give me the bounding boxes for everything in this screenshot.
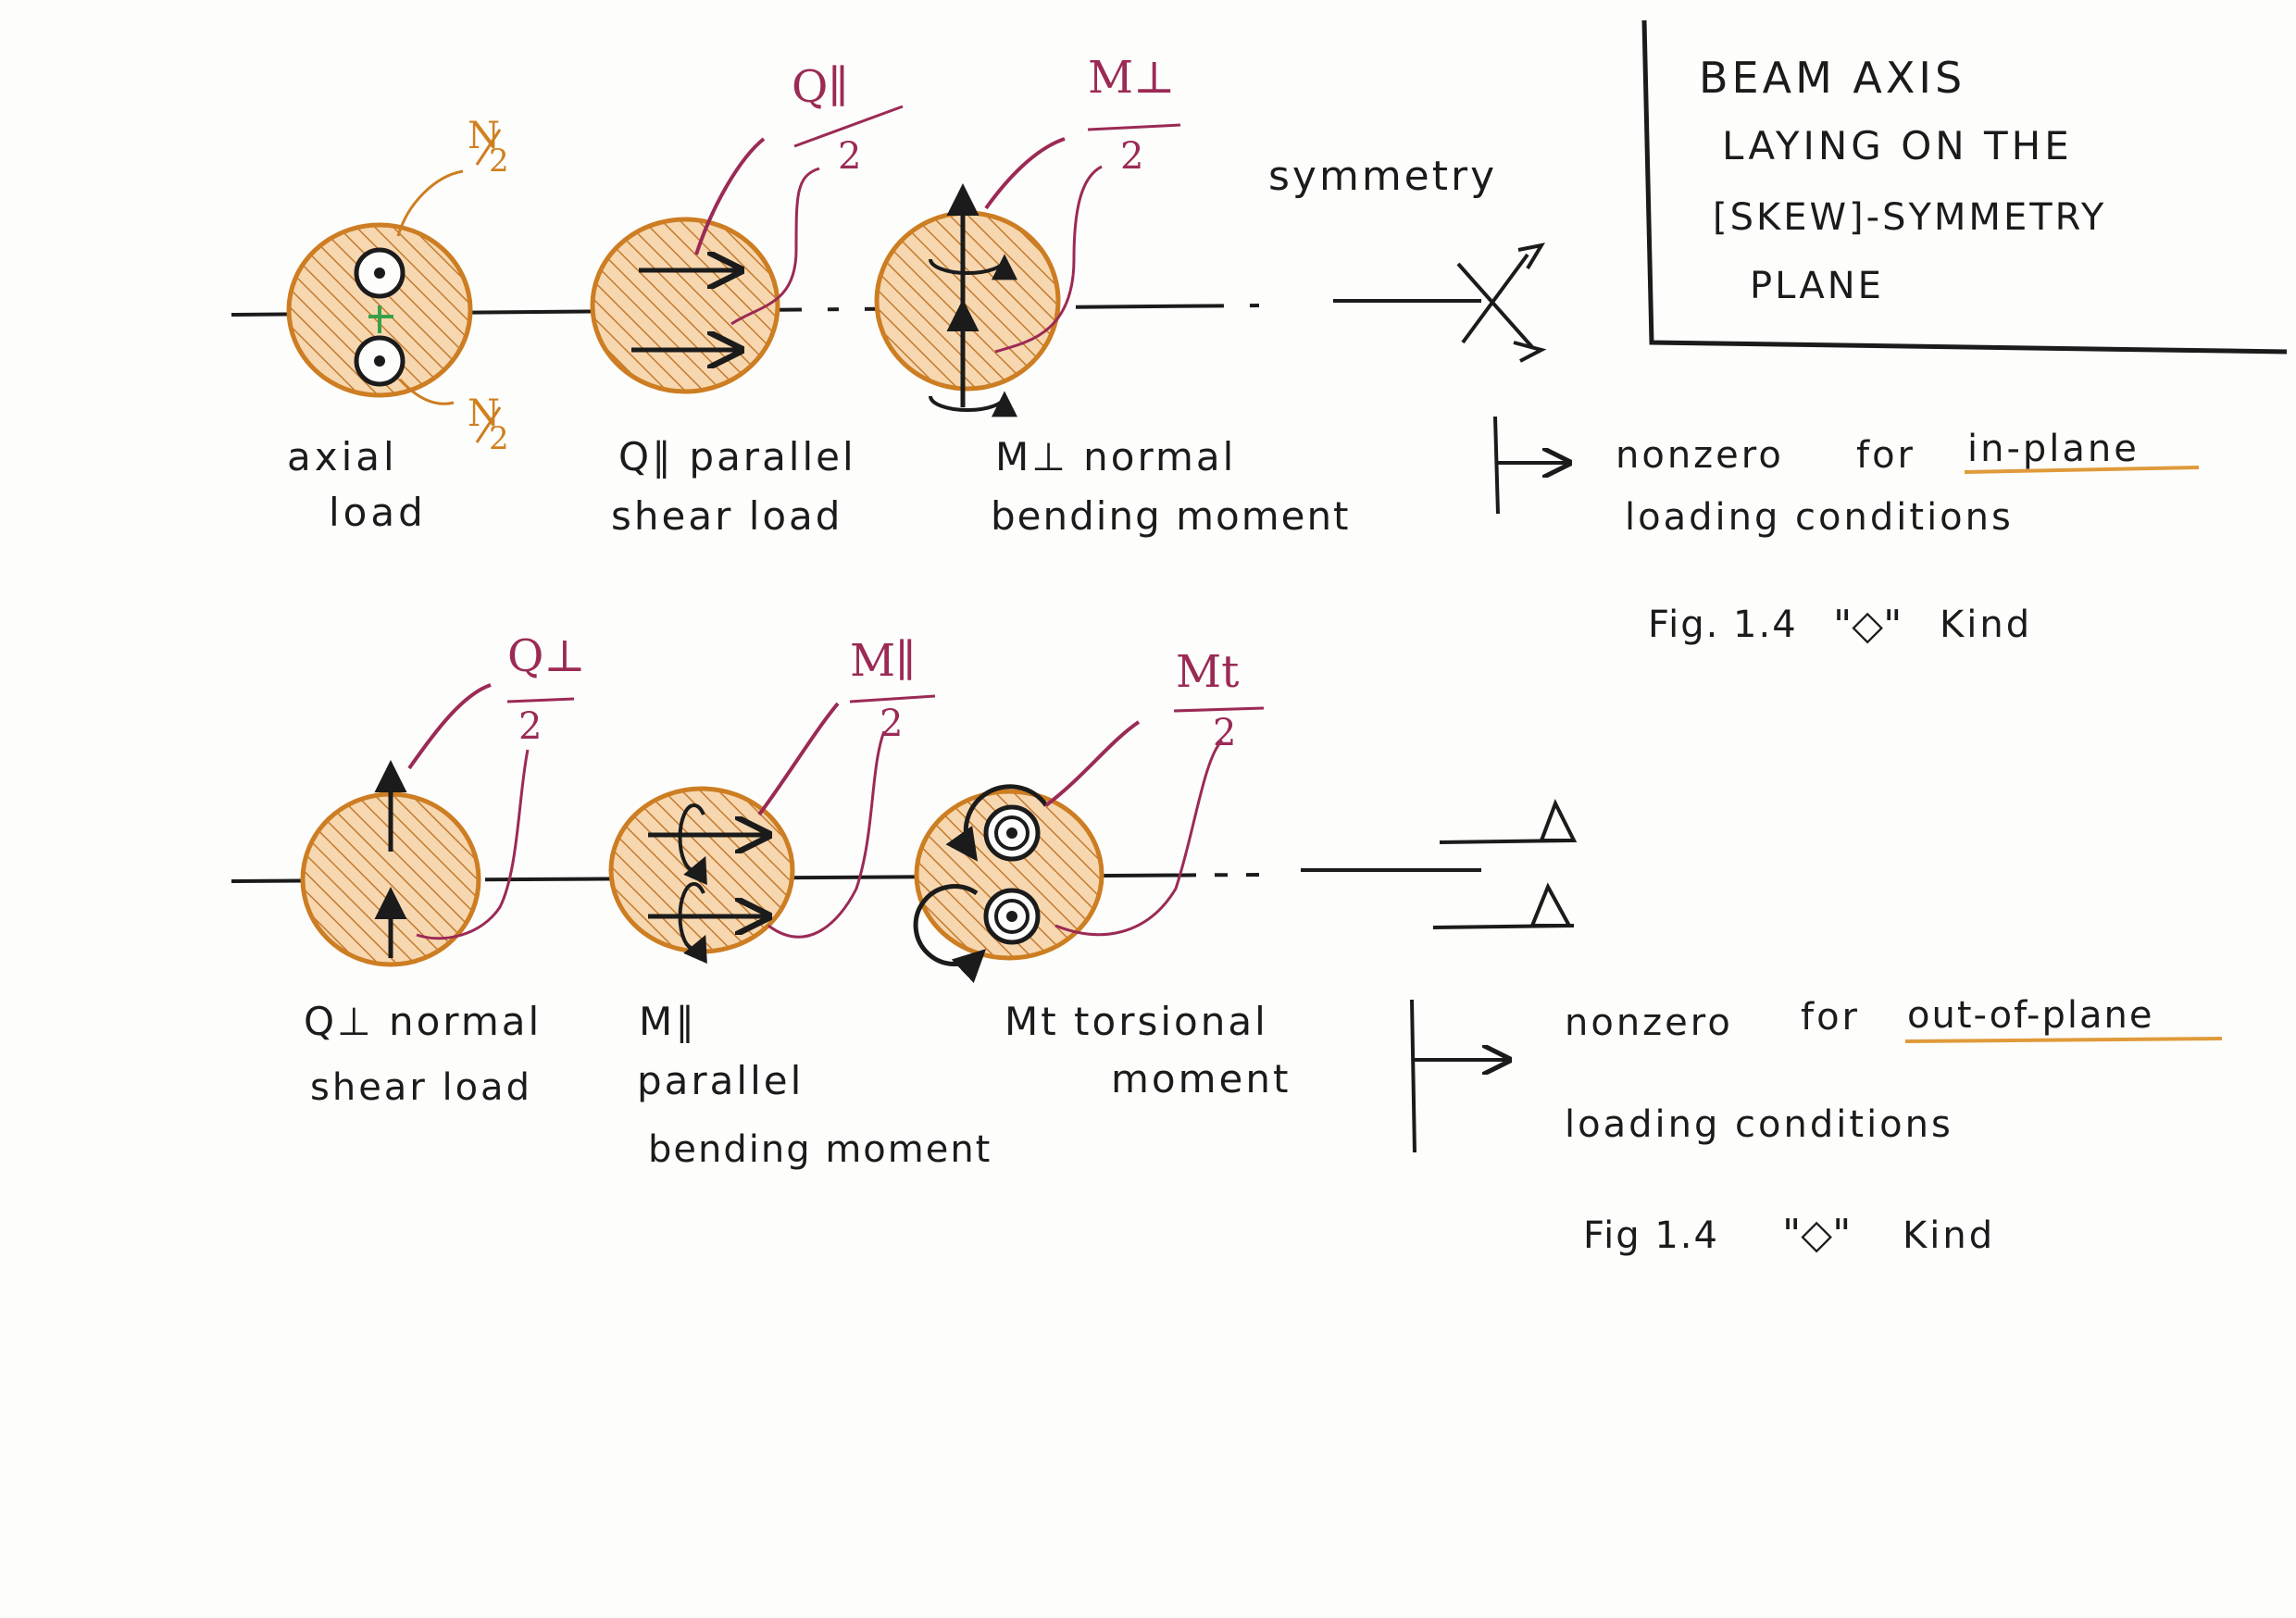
note-in-plane: nonzero for in-plane loading conditions … xyxy=(1493,416,2200,649)
caption-qnorm-1: Q⊥ normal xyxy=(304,999,542,1044)
fig-bottom-diamond: "◇" xyxy=(1782,1211,1851,1258)
note-top-loading: loading conditions xyxy=(1625,496,2014,539)
note-out-of-plane: nonzero for out-of-plane loading conditi… xyxy=(1410,994,2223,1258)
tag-q-parallel: Q∥ xyxy=(792,61,849,113)
box-line-3: [SKEW]-SYMMETRY xyxy=(1713,196,2106,239)
section-parallel-bending: M∥ 2 M∥ parallel bending moment xyxy=(608,635,992,1171)
section-normal-bending: M⊥ 2 M⊥ normal bending moment xyxy=(874,52,1351,539)
caption-axial-2: load xyxy=(329,490,427,535)
tag-q-parallel-den: 2 xyxy=(838,135,861,178)
fig-bottom-label: Fig 1.4 xyxy=(1583,1214,1719,1257)
antisymmetry-support-icon xyxy=(1432,799,1578,929)
box-line-1: BEAM AXIS xyxy=(1699,53,1965,103)
note-top-nonzero: nonzero xyxy=(1616,434,1784,477)
beam-axis-box: BEAM AXIS LAYING ON THE [SKEW]-SYMMETRY … xyxy=(1641,19,2288,355)
tag-m-torsion: Mt xyxy=(1176,646,1239,698)
tag-n-half-top-den: 2 xyxy=(489,143,509,180)
caption-mpar-2: parallel xyxy=(637,1058,804,1103)
top-row: symmetry N 2 N 2 axial load xyxy=(231,52,2200,649)
note-bottom-nonzero: nonzero xyxy=(1565,1002,1733,1044)
caption-qpar-2: shear load xyxy=(611,493,842,539)
note-top-in-plane: in-plane xyxy=(1967,428,2140,470)
caption-mpar-1: M∥ xyxy=(639,999,697,1044)
section-axial-load: N 2 N 2 axial load xyxy=(286,115,509,535)
tag-q-normal-den: 2 xyxy=(518,705,542,748)
caption-qnorm-2: shear load xyxy=(310,1066,532,1109)
symmetry-label: symmetry xyxy=(1268,153,1497,200)
tag-q-normal: Q⊥ xyxy=(507,630,586,682)
note-bottom-for: for xyxy=(1801,996,1860,1039)
tag-m-normal-den: 2 xyxy=(1120,135,1143,178)
caption-mnorm-2: bending moment xyxy=(991,493,1351,539)
caption-mt-2: moment xyxy=(1111,1056,1291,1101)
section-torsional: Mt 2 Mt torsional moment xyxy=(913,646,1291,1101)
box-line-2: LAYING ON THE xyxy=(1722,123,2073,168)
tag-m-parallel-den: 2 xyxy=(880,703,903,745)
tag-m-torsion-den: 2 xyxy=(1213,712,1236,754)
fig-top-kind: Kind xyxy=(1940,604,2032,646)
note-top-for: for xyxy=(1856,434,1915,477)
caption-axial-1: axial xyxy=(287,434,398,479)
note-bottom-out-of-plane: out-of-plane xyxy=(1907,994,2153,1037)
fig-top-diamond: "◇" xyxy=(1833,602,1902,649)
tag-m-parallel: M∥ xyxy=(850,635,916,687)
tag-n-half-bottom-den: 2 xyxy=(489,420,509,457)
bottom-row: Q⊥ 2 Q⊥ normal shear load M∥ 2 M∥ parall… xyxy=(231,630,2223,1258)
note-bottom-loading: loading conditions xyxy=(1565,1103,1953,1146)
caption-qpar-1: Q∥ parallel xyxy=(618,434,856,479)
tag-m-normal: M⊥ xyxy=(1088,52,1175,104)
caption-mnorm-1: M⊥ normal xyxy=(995,434,1236,479)
symmetry-support-icon xyxy=(1456,243,1547,363)
fig-top-label: Fig. 1.4 xyxy=(1648,604,1798,646)
box-line-4: PLANE xyxy=(1750,265,1884,307)
caption-mpar-3: bending moment xyxy=(648,1128,992,1171)
section-parallel-shear: Q∥ 2 Q∥ parallel shear load xyxy=(590,61,904,539)
fig-bottom-kind: Kind xyxy=(1903,1214,1995,1257)
caption-mt-1: Mt torsional xyxy=(1004,999,1268,1044)
section-normal-shear: Q⊥ 2 Q⊥ normal shear load xyxy=(300,630,586,1109)
